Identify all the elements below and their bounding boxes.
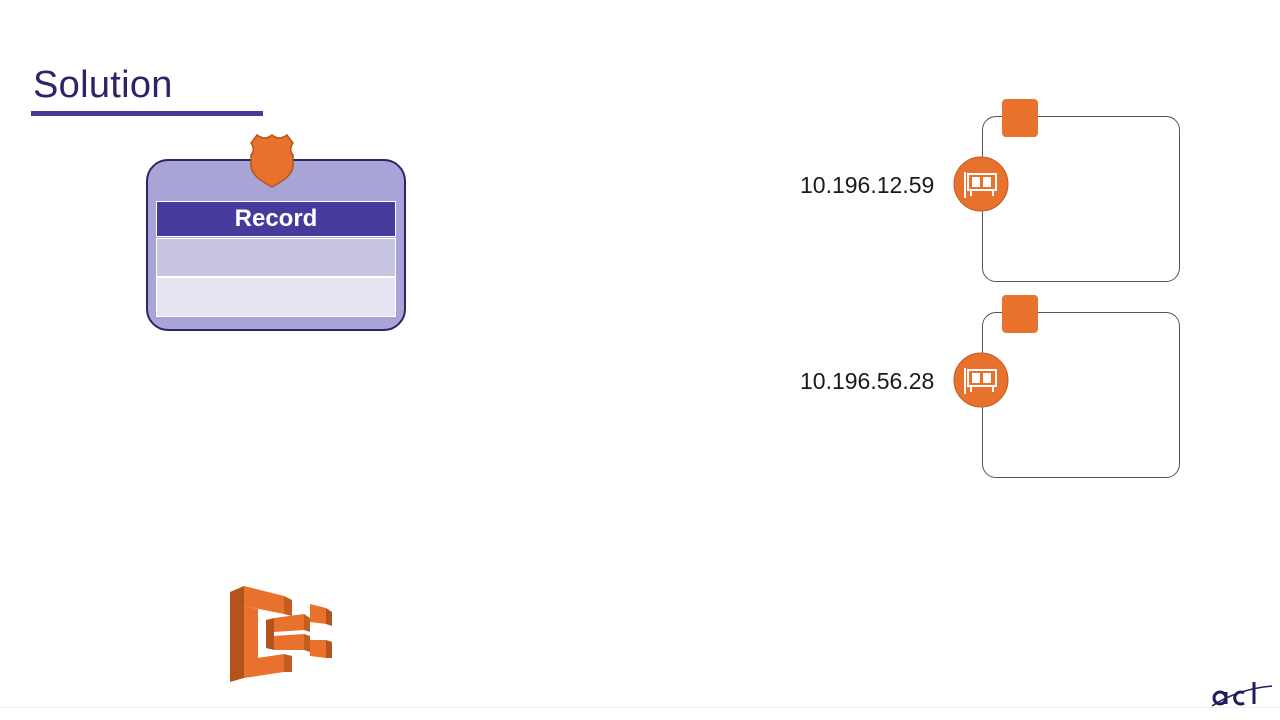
footer-divider <box>0 707 1280 708</box>
title-underline <box>31 111 263 116</box>
instance-tab <box>1002 295 1038 333</box>
record-row <box>156 238 396 277</box>
instance-box <box>982 312 1180 478</box>
record-card: Record <box>146 159 406 331</box>
route53-shield-icon <box>250 133 294 188</box>
instance-box <box>982 116 1180 282</box>
ip-label: 10.196.56.28 <box>800 368 935 394</box>
record-row <box>156 277 396 317</box>
record-header: Record <box>156 201 396 237</box>
instance-tab <box>1002 99 1038 137</box>
network-interface-icon <box>953 352 1009 408</box>
network-interface-icon <box>953 156 1009 212</box>
acg-logo <box>1211 682 1273 707</box>
ip-label: 10.196.12.59 <box>800 172 935 198</box>
ecs-logo-icon <box>230 586 332 682</box>
slide-title: Solution <box>33 64 173 106</box>
